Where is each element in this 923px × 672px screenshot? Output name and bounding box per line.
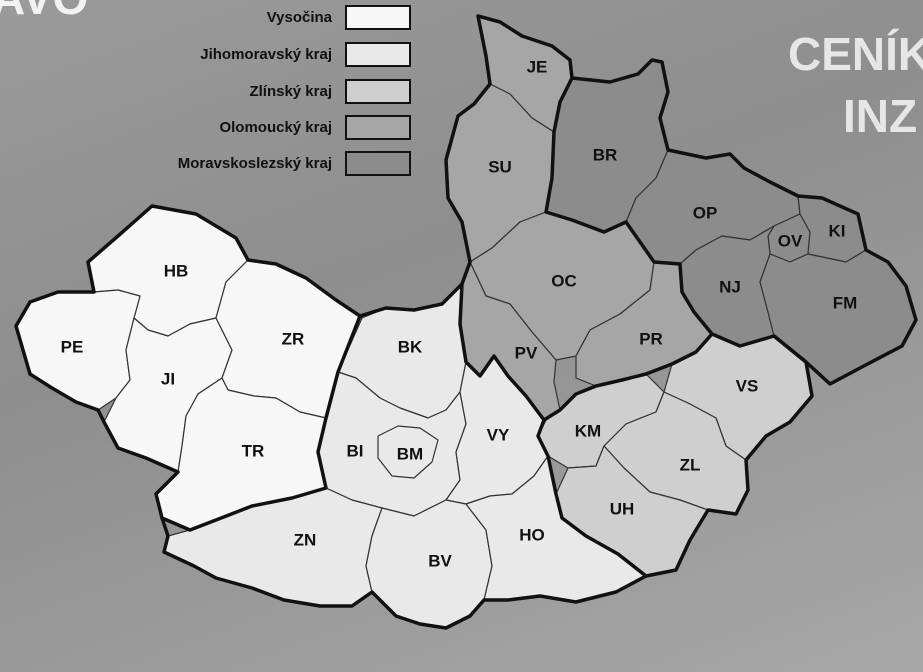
label-tr: TR	[242, 441, 265, 460]
label-oc: OC	[551, 271, 577, 290]
legend-swatch	[345, 42, 411, 67]
legend-item-vysocina: Vysočina	[267, 5, 411, 30]
label-vy: VY	[487, 425, 510, 444]
outline-zlinsky	[536, 334, 814, 578]
label-pr: PR	[639, 329, 663, 348]
label-uh: UH	[610, 499, 635, 518]
outline-olomoucky	[444, 14, 714, 422]
map: JE SU BR OP OV KI NJ FM OC PV PR VS KM Z…	[14, 14, 918, 630]
district-bm	[377, 425, 439, 479]
legend-label: Olomoucký kraj	[219, 119, 332, 136]
outline-vysocina	[14, 204, 362, 532]
label-fm: FM	[833, 293, 858, 312]
label-bk: BK	[398, 337, 423, 356]
legend-swatch	[345, 115, 411, 140]
label-pv: PV	[515, 343, 538, 362]
label-op: OP	[693, 203, 718, 222]
label-br: BR	[593, 145, 618, 164]
region-vysocina	[15, 205, 363, 531]
label-zr: ZR	[282, 329, 305, 348]
region-olomoucky	[445, 15, 713, 421]
label-nj: NJ	[719, 277, 741, 296]
decorative-title: AVO	[0, 0, 88, 24]
outline-moravskoslezsky	[571, 58, 918, 386]
label-hb: HB	[164, 261, 189, 280]
label-je: JE	[527, 57, 548, 76]
label-km: KM	[575, 421, 601, 440]
legend-item-jihomoravsky: Jihomoravský kraj	[200, 42, 411, 67]
label-ki: KI	[829, 221, 846, 240]
label-zn: ZN	[294, 530, 317, 549]
label-bv: BV	[428, 551, 452, 570]
legend-item-moravskoslezsky: Moravskoslezský kraj	[178, 151, 411, 176]
legend-label: Zlínský kraj	[249, 83, 332, 100]
heading-line2: INZ	[843, 90, 917, 142]
region-moravskoslezsky	[545, 59, 917, 385]
legend-swatch	[345, 79, 411, 104]
legend-label: Vysočina	[267, 9, 333, 26]
label-vs: VS	[736, 376, 759, 395]
region-zlinsky	[537, 333, 813, 577]
outline-south	[160, 282, 647, 630]
price-list-heading: CENÍK	[788, 28, 923, 80]
region-jihomoravsky	[163, 283, 647, 629]
legend: Vysočina Jihomoravský kraj Zlínský kraj …	[178, 5, 411, 176]
district-labels: JE SU BR OP OV KI NJ FM OC PV PR VS KM Z…	[61, 57, 858, 570]
label-zl: ZL	[680, 455, 701, 474]
legend-item-olomoucky: Olomoucký kraj	[219, 115, 411, 140]
legend-label: Moravskoslezský kraj	[178, 155, 332, 172]
legend-label: Jihomoravský kraj	[200, 46, 332, 63]
label-bm: BM	[397, 444, 423, 463]
legend-item-zlinsky: Zlínský kraj	[249, 79, 411, 104]
legend-swatch	[345, 151, 411, 176]
label-ov: OV	[778, 231, 803, 250]
label-ji: JI	[161, 369, 175, 388]
legend-swatch	[345, 5, 411, 30]
label-su: SU	[488, 157, 512, 176]
label-ho: HO	[519, 525, 545, 544]
label-bi: BI	[347, 441, 364, 460]
label-pe: PE	[61, 337, 84, 356]
